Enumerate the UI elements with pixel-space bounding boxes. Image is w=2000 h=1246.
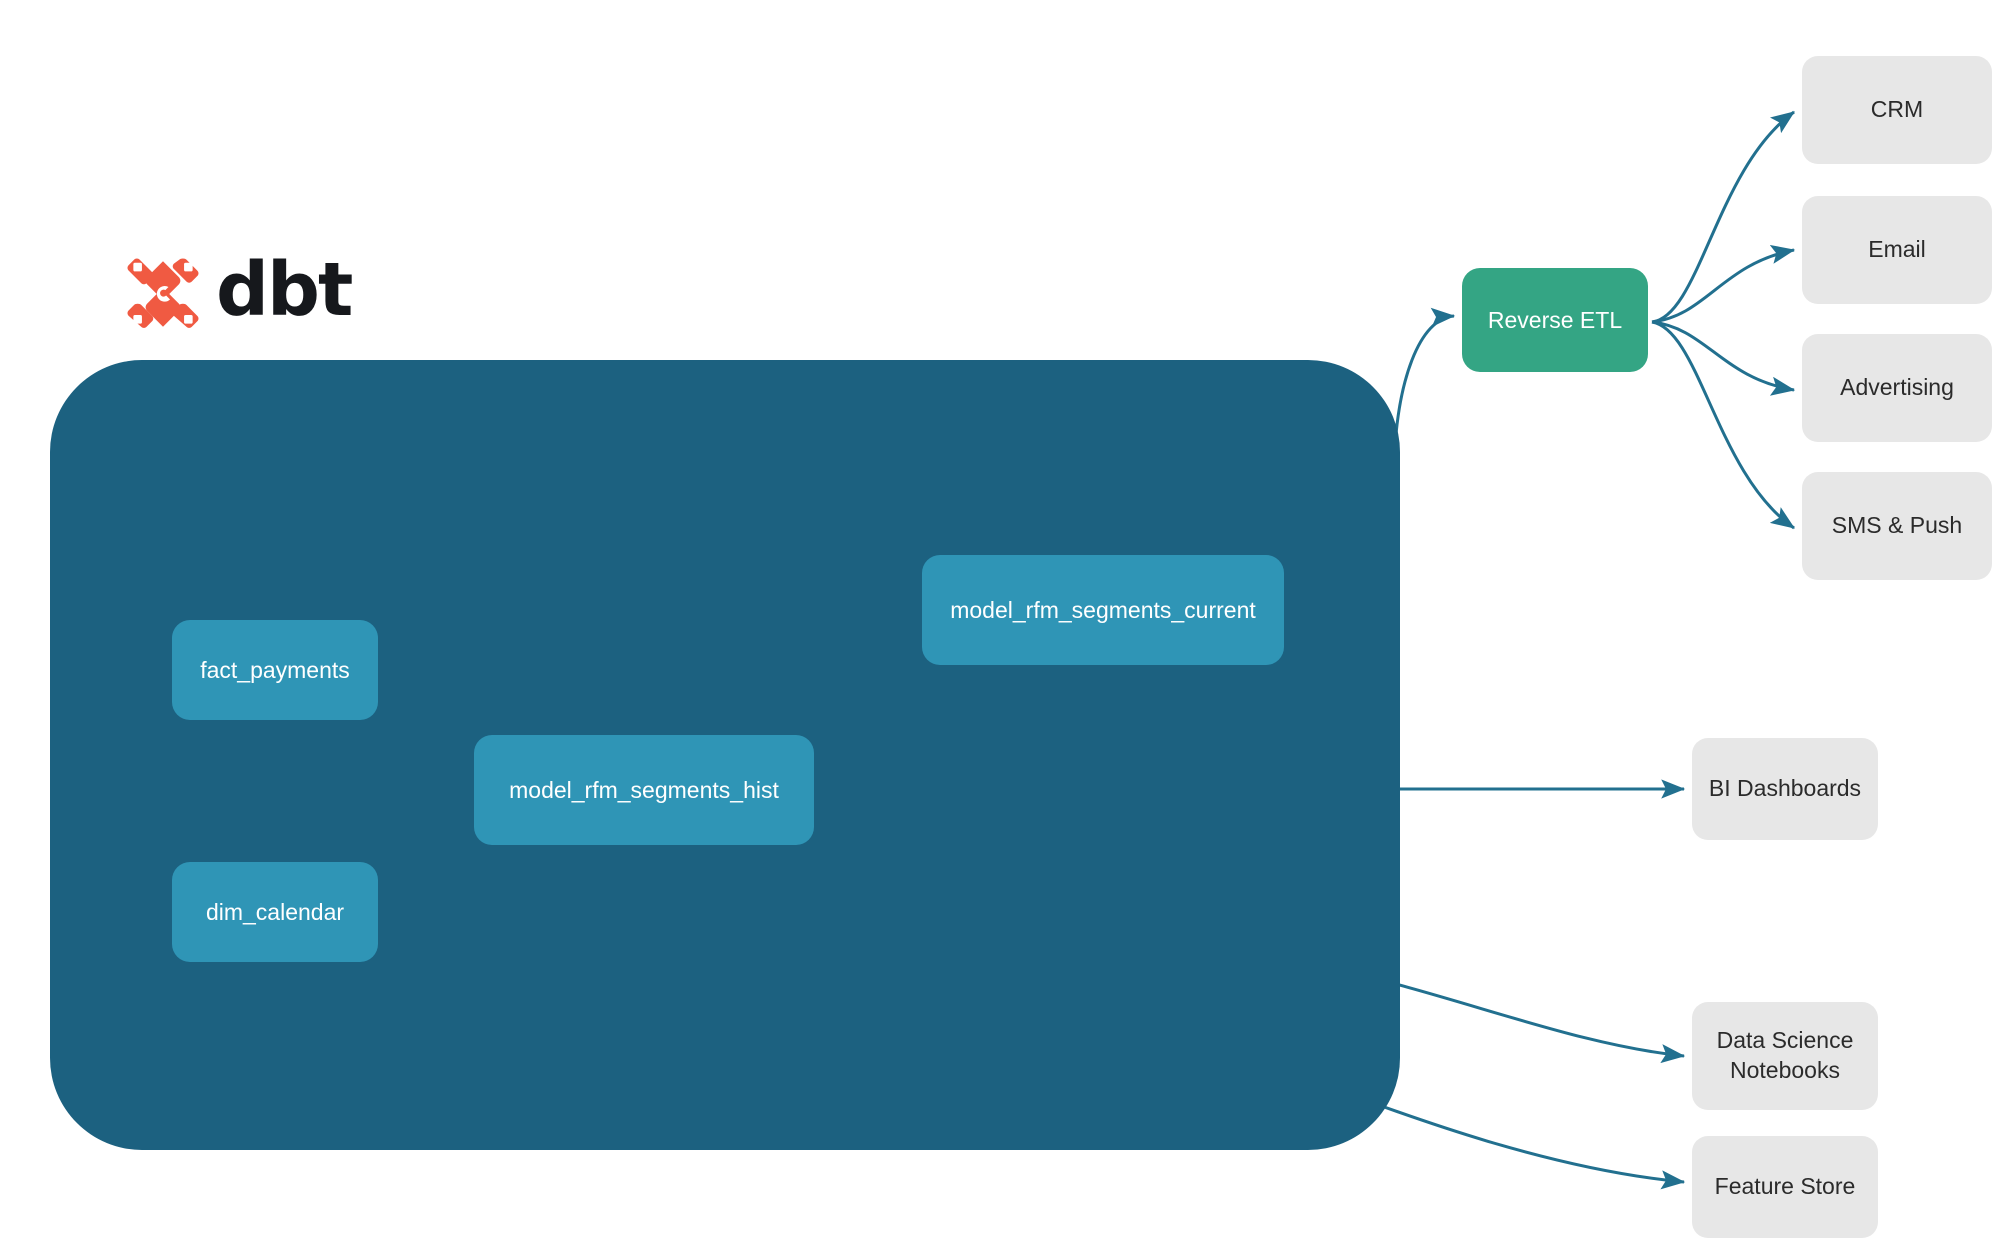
destination-label: Advertising [1840, 374, 1954, 401]
model-node-rfm-segments-hist[interactable]: model_rfm_segments_hist [474, 735, 814, 845]
destination-node-data-science-notebooks[interactable]: Data Science Notebooks [1692, 1002, 1878, 1110]
edge-reverse-etl-to-email [1651, 244, 1796, 324]
model-node-label: model_rfm_segments_hist [509, 776, 779, 803]
dbt-brand-lockup: dbt [124, 247, 353, 335]
dbt-logo-icon [127, 258, 199, 328]
destination-label: Email [1868, 236, 1926, 263]
destination-label: BI Dashboards [1708, 775, 1862, 802]
destination-label: SMS & Push [1831, 512, 1963, 539]
destination-node-bi-dashboards[interactable]: BI Dashboards [1692, 738, 1878, 840]
reverse-etl-label: Reverse ETL [1487, 306, 1623, 333]
model-node-label: model_rfm_segments_current [950, 596, 1256, 623]
dbt-wordmark: dbt [216, 247, 353, 333]
destination-label-line2: Notebooks [1730, 1057, 1840, 1083]
destination-node-sms-push[interactable]: SMS & Push [1802, 472, 1992, 580]
destination-label-line1: Data Science [1716, 1027, 1854, 1054]
model-node-dim-calendar[interactable]: dim_calendar [172, 862, 378, 962]
destination-label: CRM [1870, 96, 1924, 123]
destination-node-crm[interactable]: CRM [1802, 56, 1992, 164]
model-node-rfm-segments-current[interactable]: model_rfm_segments_current [922, 555, 1284, 665]
destination-node-feature-store[interactable]: Feature Store [1692, 1136, 1878, 1238]
model-node-fact-payments[interactable]: fact_payments [172, 620, 378, 720]
destination-node-email[interactable]: Email [1802, 196, 1992, 304]
edge-reverse-etl-to-crm [1651, 110, 1795, 324]
reverse-etl-node[interactable]: Reverse ETL [1462, 268, 1648, 372]
destination-label: Data Science Notebooks [1717, 1026, 1854, 1086]
model-node-label: dim_calendar [205, 898, 345, 925]
destination-node-advertising[interactable]: Advertising [1802, 334, 1992, 442]
destination-label: Feature Store [1714, 1173, 1856, 1200]
model-node-label: fact_payments [200, 656, 350, 683]
edge-reverse-etl-to-advertising [1651, 320, 1796, 396]
edge-warehouse-to-reverse-etl [1392, 307, 1456, 471]
edge-reverse-etl-to-sms-push [1651, 320, 1795, 530]
